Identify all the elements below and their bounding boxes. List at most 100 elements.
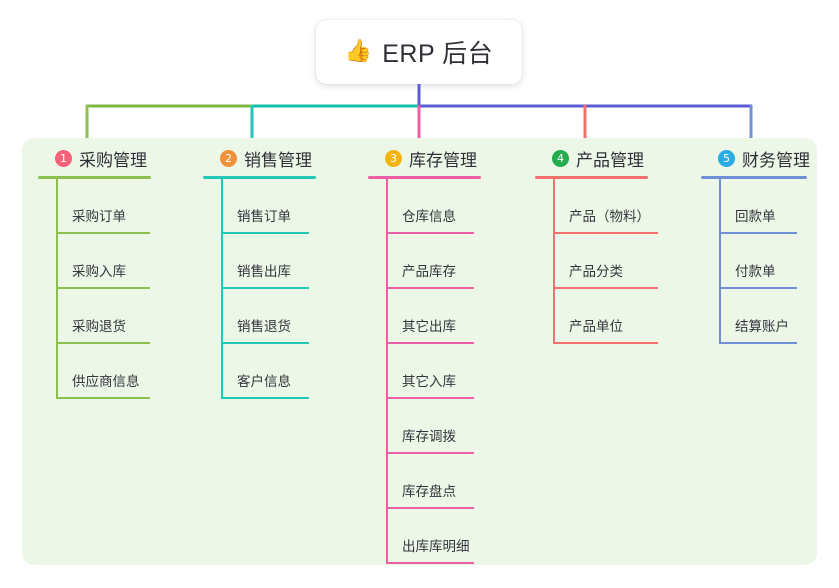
branch-item-underline [386,232,474,234]
branch-item-underline [386,342,474,344]
branch-item[interactable]: 出库库明细 [386,509,508,564]
branch-item-label: 销售出库 [237,264,291,279]
branch-title: 库存管理 [409,150,477,170]
branch-underline [701,176,807,179]
branch-number-badge: 1 [55,149,72,167]
branch-item-list: 销售订单销售出库销售退货客户信息 [203,179,343,399]
branch-item[interactable]: 库存调拨 [386,399,508,454]
branch-number-badge: 4 [552,149,569,167]
branch-item[interactable]: 仓库信息 [386,179,508,234]
branch-item-list: 仓库信息产品库存其它出库其它入库库存调拨库存盘点出库库明细 [368,179,508,564]
branch-header[interactable]: 5 财务管理 [701,145,831,171]
branch-item[interactable]: 其它入库 [386,344,508,399]
branch-title: 销售管理 [244,150,312,170]
branch-column: 1 采购管理采购订单采购入库采购退货供应商信息 [38,145,178,399]
branch-spine [386,179,388,564]
branch-item-label: 其它入库 [402,374,456,389]
branch-title: 采购管理 [79,150,147,170]
branch-title: 产品管理 [576,150,644,170]
branch-item-label: 结算账户 [735,319,789,334]
branch-item-underline [386,507,474,509]
branch-column: 2 销售管理销售订单销售出库销售退货客户信息 [203,145,343,399]
root-node-title: ERP 后台 [382,40,494,68]
branch-item-underline [56,342,150,344]
branch-item-underline [719,287,797,289]
branch-column: 4 产品管理产品（物料）产品分类产品单位 [535,145,675,344]
branch-item-underline [56,232,150,234]
branch-column: 5 财务管理回款单付款单结算账户 [701,145,831,344]
branch-item-label: 采购入库 [72,264,126,279]
branch-item-label: 客户信息 [237,374,291,389]
branch-spine [719,179,721,344]
branch-item[interactable]: 结算账户 [719,289,831,344]
branch-item-list: 回款单付款单结算账户 [701,179,831,344]
branches-panel [22,138,817,565]
branch-item-underline [719,232,797,234]
branch-item-list: 产品（物料）产品分类产品单位 [535,179,675,344]
branch-item-label: 产品库存 [402,264,456,279]
branch-item-list: 采购订单采购入库采购退货供应商信息 [38,179,178,399]
branch-item-underline [56,397,150,399]
branch-item[interactable]: 客户信息 [221,344,343,399]
branch-header[interactable]: 3 库存管理 [368,145,508,171]
branch-item[interactable]: 产品（物料） [553,179,675,234]
root-node-card[interactable]: 👍 ERP 后台 [316,20,522,84]
branch-header[interactable]: 1 采购管理 [38,145,178,171]
branch-item[interactable]: 采购入库 [56,234,178,289]
branch-item-underline [221,342,309,344]
branch-item[interactable]: 销售出库 [221,234,343,289]
branch-underline [368,176,481,179]
branch-item[interactable]: 产品库存 [386,234,508,289]
branch-item-label: 采购退货 [72,319,126,334]
branch-item-underline [386,287,474,289]
branch-header[interactable]: 2 销售管理 [203,145,343,171]
branch-item-underline [221,232,309,234]
branch-item-underline [56,287,150,289]
branch-item-label: 出库库明细 [402,539,470,554]
branch-item-label: 其它出库 [402,319,456,334]
branch-number-badge: 3 [385,149,402,167]
branch-item-underline [719,342,797,344]
branch-item-underline [221,397,309,399]
branch-item-label: 回款单 [735,209,776,224]
branch-number-badge: 5 [718,149,735,167]
branch-header[interactable]: 4 产品管理 [535,145,675,171]
branch-item-underline [553,342,658,344]
branch-item[interactable]: 库存盘点 [386,454,508,509]
branch-item[interactable]: 产品单位 [553,289,675,344]
branch-spine [221,179,223,399]
branch-item-label: 库存调拨 [402,429,456,444]
branch-underline [203,176,316,179]
branch-item-label: 供应商信息 [72,374,140,389]
branch-item-underline [221,287,309,289]
branch-item[interactable]: 回款单 [719,179,831,234]
branch-title: 财务管理 [742,150,810,170]
branch-spine [56,179,58,399]
branch-item-label: 付款单 [735,264,776,279]
branch-item-underline [553,287,658,289]
branch-item[interactable]: 产品分类 [553,234,675,289]
branch-column: 3 库存管理仓库信息产品库存其它出库其它入库库存调拨库存盘点出库库明细 [368,145,508,564]
branch-item-label: 库存盘点 [402,484,456,499]
branch-item-underline [386,397,474,399]
branch-item-label: 销售订单 [237,209,291,224]
branch-item[interactable]: 供应商信息 [56,344,178,399]
branch-item-label: 采购订单 [72,209,126,224]
branch-item[interactable]: 销售订单 [221,179,343,234]
branch-spine [553,179,555,344]
branch-item-label: 产品单位 [569,319,623,334]
branch-item-label: 仓库信息 [402,209,456,224]
branch-item-label: 销售退货 [237,319,291,334]
branch-item[interactable]: 付款单 [719,234,831,289]
branch-underline [535,176,648,179]
branch-item[interactable]: 销售退货 [221,289,343,344]
branch-item[interactable]: 采购退货 [56,289,178,344]
branch-number-badge: 2 [220,149,237,167]
thumbs-up-icon: 👍 [344,39,373,64]
branch-item-underline [553,232,658,234]
branch-underline [38,176,151,179]
branch-item[interactable]: 采购订单 [56,179,178,234]
branch-item[interactable]: 其它出库 [386,289,508,344]
branch-item-underline [386,562,474,564]
